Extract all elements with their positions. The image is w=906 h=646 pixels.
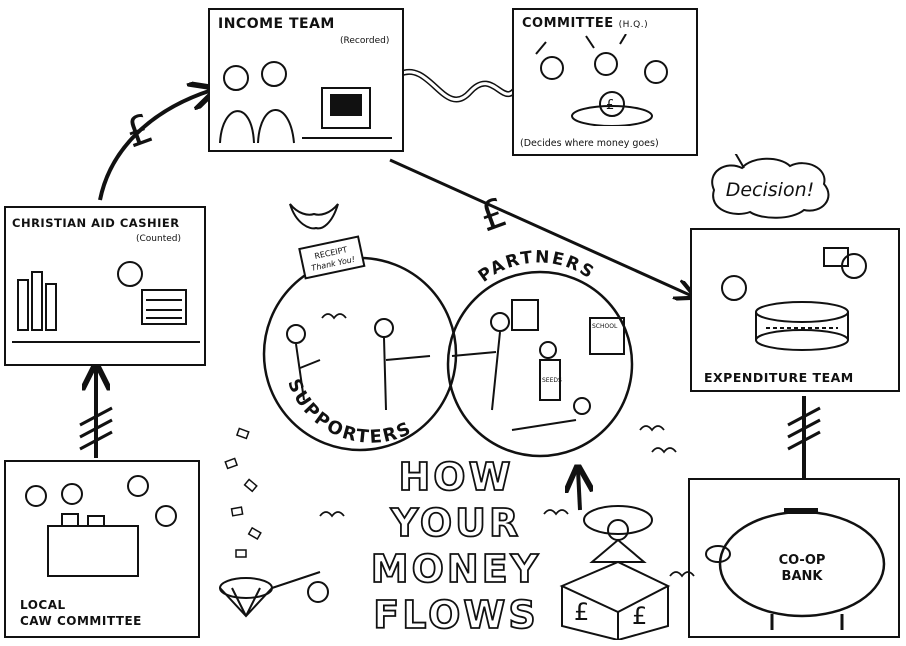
committee-scene: £	[535, 34, 668, 126]
arrow-income-to-expenditure	[389, 158, 692, 296]
box-pound-left: £	[574, 598, 589, 626]
committee-hq: (H.Q.)	[618, 20, 649, 30]
piggy-bank: CO-OP BANK	[705, 508, 886, 630]
headline-line-1: HOW	[398, 455, 513, 499]
box-pound-right: £	[632, 602, 647, 630]
bank-line1: CO-OP	[779, 553, 826, 568]
svg-text:£: £	[606, 98, 614, 113]
panel-coop-bank: CO-OP BANK	[688, 478, 900, 638]
panel-expenditure-team: EXPENDITURE TEAM	[690, 228, 900, 392]
panel-cashier: CHRISTIAN AID CASHIER (Counted)	[4, 206, 206, 366]
committee-title: COMMITTEE (H.Q.)	[522, 16, 649, 31]
committee-caption: (Decides where money goes)	[520, 138, 659, 149]
receipt-card: RECEIPT Thank You!	[298, 235, 366, 280]
partners-circle	[446, 270, 634, 458]
cashier-note: (Counted)	[136, 234, 181, 244]
dove-receipt: RECEIPT Thank You!	[289, 203, 366, 280]
headline: HOW YOUR MONEY FLOWS	[370, 454, 541, 638]
panel-committee: COMMITTEE (H.Q.) £ (Decides where money …	[512, 8, 698, 156]
falling-money-and-net	[219, 427, 329, 618]
pound-box-balloon: £ £	[559, 505, 671, 640]
local-committee-line2: CAW COMMITTEE	[20, 614, 142, 628]
panel-income-team: INCOME TEAM (Recorded)	[208, 8, 404, 152]
arrow-cashier-to-income	[98, 90, 212, 201]
local-committee-scene	[25, 475, 177, 577]
income-team-scene	[219, 61, 392, 144]
headline-line-4: FLOWS	[373, 593, 538, 637]
decision-bubble: Decision!	[711, 154, 830, 219]
income-team-note: (Recorded)	[340, 36, 390, 46]
local-committee-line1: LOCAL	[20, 598, 66, 612]
arrow-to-partners	[578, 470, 580, 511]
expenditure-scene	[721, 247, 867, 351]
bank-line2: BANK	[782, 569, 824, 584]
dove-icon	[289, 203, 339, 230]
school-sign: SCHOOL	[592, 323, 618, 330]
cashier-scene	[12, 261, 200, 343]
seeds-sign: SEEDS	[542, 377, 562, 384]
panel-local-committee: LOCAL CAW COMMITTEE	[4, 460, 200, 638]
income-team-title: INCOME TEAM	[218, 16, 335, 32]
headline-line-2: YOUR	[390, 501, 522, 545]
decision-text: Decision!	[726, 179, 815, 201]
cashier-title: CHRISTIAN AID CASHIER	[12, 216, 180, 230]
expenditure-title: EXPENDITURE TEAM	[704, 370, 854, 385]
headline-line-3: MONEY	[371, 547, 541, 591]
